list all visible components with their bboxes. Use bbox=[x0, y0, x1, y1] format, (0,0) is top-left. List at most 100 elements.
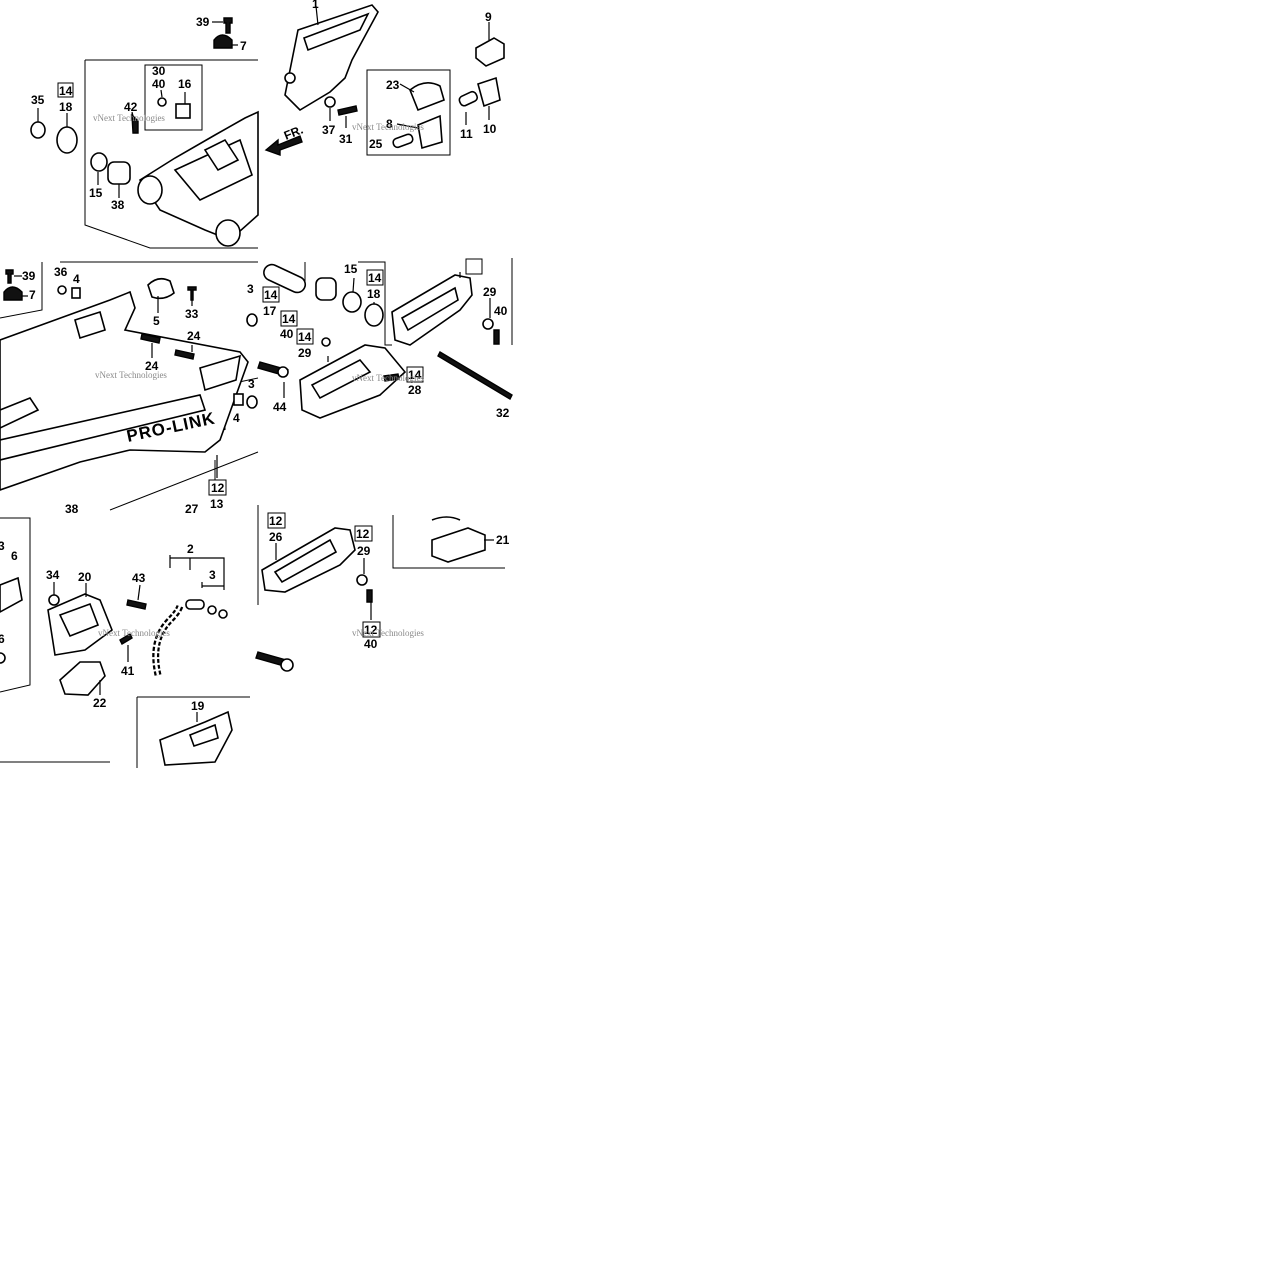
bearing-15 bbox=[342, 291, 362, 313]
nut-36-icon bbox=[57, 285, 67, 295]
callout: 22 bbox=[93, 696, 107, 710]
slider-23-icon bbox=[409, 82, 445, 112]
callout: 12 bbox=[269, 514, 283, 528]
callout: 41 bbox=[121, 664, 135, 678]
slider-9-icon bbox=[475, 37, 505, 67]
callout: 28 bbox=[408, 383, 422, 397]
callout: 40 bbox=[280, 327, 294, 341]
watermark: vNext Technologies bbox=[98, 628, 170, 638]
bracket-16-icon bbox=[175, 103, 191, 119]
pivot-tube-17 bbox=[263, 263, 307, 294]
clip-4b-icon bbox=[233, 393, 244, 406]
callout: 3 bbox=[0, 539, 5, 553]
callout: 9 bbox=[485, 10, 492, 24]
callout: 44 bbox=[273, 400, 287, 414]
front-direction-arrow-icon bbox=[264, 135, 303, 156]
bolt-39-icon bbox=[5, 269, 14, 284]
direction-label: FR. bbox=[282, 123, 305, 143]
watermark: vNext Technologies bbox=[352, 373, 424, 383]
callout: 14 bbox=[59, 84, 73, 98]
panel-top-right: FR. 1 9 23 37 31 8 25 11 10 vNext Techno… bbox=[264, 0, 505, 156]
callout: 18 bbox=[367, 287, 381, 301]
callout: 29 bbox=[357, 544, 371, 558]
rod-32-icon bbox=[437, 351, 513, 400]
callout: 3 bbox=[247, 282, 254, 296]
bolt-40-icon bbox=[366, 589, 373, 603]
pin-25-icon bbox=[392, 133, 414, 149]
bolt-43-icon bbox=[126, 599, 147, 610]
callout: 7 bbox=[240, 39, 247, 53]
watermark: vNext Technologies bbox=[352, 628, 424, 638]
bolt-39-icon bbox=[223, 17, 233, 34]
clamp-7-icon bbox=[3, 286, 23, 301]
callout: 3 bbox=[209, 568, 216, 582]
callout: 23 bbox=[386, 78, 400, 92]
callout: 12 bbox=[356, 527, 370, 541]
bolt-31-icon bbox=[337, 105, 358, 116]
callout: 20 bbox=[78, 570, 92, 584]
callout: 30 bbox=[152, 64, 166, 78]
callout: 39 bbox=[196, 15, 210, 29]
callout: 43 bbox=[132, 571, 146, 585]
nut-37-icon bbox=[324, 96, 336, 108]
callout: 14 bbox=[368, 271, 382, 285]
callout: 25 bbox=[369, 137, 383, 151]
cap-35-icon bbox=[30, 121, 46, 139]
callout: 24 bbox=[145, 359, 159, 373]
callout: 21 bbox=[496, 533, 510, 547]
clip-4-icon bbox=[71, 287, 81, 299]
callout: 11 bbox=[460, 127, 473, 141]
callout: 32 bbox=[496, 406, 510, 420]
callout: 33 bbox=[185, 307, 199, 321]
callout: 40 bbox=[494, 304, 508, 318]
callout: 2 bbox=[187, 542, 194, 556]
callout: 4 bbox=[73, 272, 80, 286]
seal-18-icon bbox=[56, 126, 78, 154]
callout: 29 bbox=[483, 285, 497, 299]
callout: 14 bbox=[408, 368, 422, 382]
panel-middle-right: 15 14 14 17 18 14 40 14 29 14 28 44 29 4… bbox=[257, 258, 513, 420]
bolt-41-icon bbox=[119, 633, 133, 645]
callout: 40 bbox=[364, 637, 378, 651]
callout: 3 bbox=[248, 377, 255, 391]
panel-middle-left: PRO-LINK 39 36 4 7 5 33 3 24 24 3 4 1 bbox=[0, 261, 259, 516]
callout: 31 bbox=[339, 132, 353, 146]
callout: 35 bbox=[31, 93, 45, 107]
callout: 27 bbox=[185, 502, 199, 516]
callout: 5 bbox=[153, 314, 160, 328]
callout: 7 bbox=[29, 288, 36, 302]
callout: 10 bbox=[483, 122, 497, 136]
guide-5-icon bbox=[147, 277, 175, 300]
nut-29-icon bbox=[482, 318, 494, 330]
callout: 39 bbox=[22, 269, 36, 283]
callout: 8 bbox=[386, 117, 393, 131]
seal-18 bbox=[364, 303, 384, 327]
bracket-8-icon bbox=[417, 114, 443, 150]
clamp-7-icon bbox=[213, 34, 233, 49]
callout: 6 bbox=[11, 549, 18, 563]
chain-block-21 bbox=[431, 527, 486, 563]
bolt-40-icon bbox=[493, 329, 500, 345]
callout: 36 bbox=[54, 265, 68, 279]
swingarm bbox=[0, 290, 249, 491]
callout: 38 bbox=[65, 502, 79, 516]
callout: 40 bbox=[152, 77, 166, 91]
collar-38-icon bbox=[107, 161, 131, 185]
bolt-24b-icon bbox=[174, 349, 195, 360]
master-link-3-icon bbox=[185, 599, 205, 610]
chain-guide-22 bbox=[59, 661, 106, 696]
callout: 17 bbox=[263, 304, 277, 318]
pin-11-icon bbox=[458, 90, 479, 107]
collar-38 bbox=[315, 277, 337, 301]
watermark: vNext Technologies bbox=[352, 122, 424, 132]
callout: 14 bbox=[264, 288, 278, 302]
callout: 12 bbox=[364, 623, 378, 637]
callout: 15 bbox=[344, 262, 358, 276]
callout: 24 bbox=[187, 329, 201, 343]
panel-bottom-right: 12 26 12 29 12 40 21 vNext Technologies bbox=[255, 505, 510, 672]
nut-40-icon bbox=[157, 97, 167, 107]
callout: 6 bbox=[0, 632, 5, 646]
bearing-15-icon bbox=[90, 152, 108, 172]
nut-34-icon bbox=[48, 594, 60, 606]
